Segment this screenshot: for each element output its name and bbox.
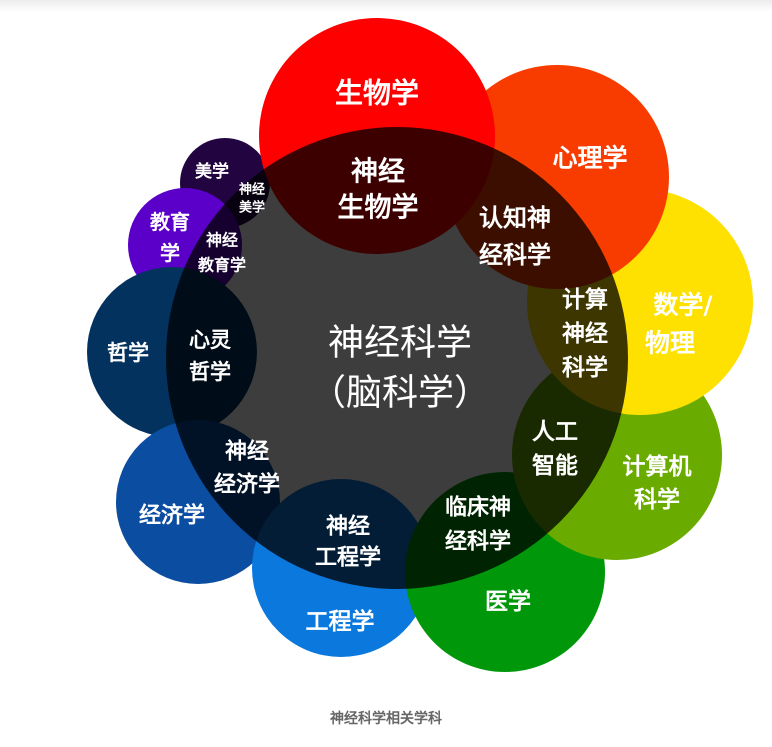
overlap-label-philosophy: 心灵	[189, 328, 232, 352]
overlap-label-medicine: 经科学	[445, 529, 511, 555]
overlap-label-biology: 神经	[351, 156, 405, 188]
label-education: 学	[160, 241, 180, 265]
overlap-label-economics: 神经	[225, 439, 269, 465]
label-computer-science: 科学	[634, 486, 680, 513]
label-computer-science: 计算机	[623, 453, 692, 480]
label-aesthetics: 美学	[195, 161, 229, 182]
overlap-label-medicine: 临床神	[445, 495, 511, 521]
top-bar	[0, 0, 772, 12]
label-philosophy: 哲学	[107, 341, 149, 365]
label-medicine: 医学	[485, 588, 531, 615]
label-math-physics: 物理	[645, 329, 695, 358]
overlap-label-aesthetics: 神经	[239, 182, 265, 198]
center-label: 神经科学	[328, 323, 472, 364]
overlap-label-economics: 经济学	[214, 472, 280, 498]
overlap-label-education: 神经	[206, 231, 238, 250]
overlap-label-math-physics: 计算	[562, 286, 608, 313]
overlap-label-aesthetics: 美学	[239, 200, 265, 216]
overlap-label-biology: 生物学	[338, 192, 419, 224]
label-math-physics: 数学/	[653, 291, 713, 320]
overlap-label-math-physics: 科学	[562, 354, 608, 381]
overlap-label-psychology: 认知神	[479, 204, 551, 232]
overlap-label-math-physics: 神经	[562, 320, 608, 347]
overlap-label-engineering: 神经	[326, 514, 370, 540]
figure-caption: 神经科学相关学科	[330, 711, 442, 727]
center-label: （脑科学）	[310, 373, 490, 414]
circle-neuroscience	[166, 127, 628, 589]
overlap-label-computer-science: 人工	[532, 419, 578, 445]
overlap-label-education: 教育学	[198, 256, 246, 275]
label-engineering: 工程学	[306, 608, 375, 635]
overlap-label-computer-science: 智能	[532, 452, 578, 479]
label-psychology: 心理学	[552, 144, 627, 173]
overlap-label-psychology: 经科学	[479, 241, 551, 269]
label-biology: 生物学	[335, 77, 419, 110]
overlap-label-engineering: 工程学	[315, 545, 381, 571]
label-education: 教育	[150, 210, 190, 234]
label-economics: 经济学	[139, 503, 205, 529]
overlap-label-philosophy: 哲学	[189, 360, 231, 384]
